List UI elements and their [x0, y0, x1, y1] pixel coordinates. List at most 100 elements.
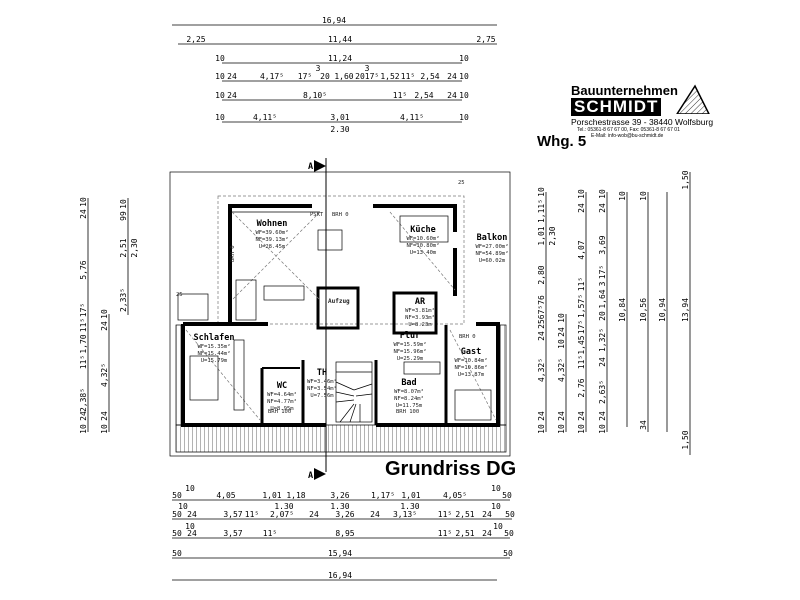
room-nf: NF=4.77m²: [267, 398, 297, 405]
dimension-label: 24: [537, 331, 546, 341]
dimension-label: 11⁵: [577, 355, 586, 369]
elevator-label: Aufzug: [328, 298, 350, 305]
room-name: AR: [415, 297, 426, 307]
dimension-label: 24: [447, 91, 457, 100]
dimension-label: 24: [447, 72, 457, 81]
dimension-label: 10: [577, 424, 586, 434]
dimension-label: 10: [459, 91, 469, 100]
dimension-label: 10: [178, 502, 188, 511]
room-nf: NF=15.44m²: [197, 350, 230, 357]
room-nf: NF=8.24m²: [394, 395, 424, 402]
room-wf: WF=15.59m²: [393, 341, 426, 348]
dimension-label: 24: [187, 510, 197, 519]
dimension-label: 3: [365, 64, 370, 73]
room-u: U=13.40m: [410, 250, 437, 256]
room-wf: WF=10.84m²: [454, 357, 487, 364]
dimension-label: 2,51: [455, 529, 474, 538]
dimension-label: 3,01: [330, 113, 349, 122]
dimension-label: 1.30: [274, 502, 293, 511]
dimension-label: 50: [505, 510, 515, 519]
dimension-label: 10: [215, 113, 225, 122]
dimension-label: 50: [503, 549, 513, 558]
company-address: Porschestrasse 39 - 38440 Wolfsburg: [571, 117, 714, 127]
dimension-label: 10: [639, 191, 648, 201]
room-name: Küche: [410, 225, 436, 235]
dimension-label: 3: [598, 281, 607, 286]
staircase: [335, 361, 373, 423]
dimension-label: 24: [309, 510, 319, 519]
dimension-label: 1,11⁵: [537, 199, 546, 223]
roof-outline: [169, 171, 511, 457]
room-wf: WF=3.46m²: [307, 378, 337, 385]
dimension-label: 11⁵: [401, 72, 415, 81]
dimension-label: 24: [537, 411, 546, 421]
dimension-label: 11,44: [328, 35, 352, 44]
dimension-label: 24: [577, 411, 586, 421]
dimension-label: 10: [100, 424, 109, 434]
dimension-label: 4,11⁵: [400, 113, 424, 122]
dimension-label: 50: [502, 491, 512, 500]
dimension-label: 24: [79, 209, 88, 219]
dimension-label: 1,57⁵: [577, 294, 586, 318]
room-nf: NF=3.93m²: [405, 314, 435, 321]
dimension-label: 24: [370, 510, 380, 519]
room-u: U=8.23m: [408, 322, 432, 328]
dimension-label: 24: [557, 411, 566, 421]
section-label-bottom: A: [308, 471, 313, 481]
dimension-label: 10,94: [658, 298, 667, 322]
roof-hatch-right: [499, 324, 507, 426]
dimension-label: 10,56: [639, 298, 648, 322]
dimension-label: 1,60: [334, 72, 353, 81]
dimension-label: 3: [316, 64, 321, 73]
dimension-label: 10: [215, 72, 225, 81]
room-u: U=15.79m: [201, 358, 228, 364]
dimension-label: 1,50: [681, 170, 690, 189]
room-u: U=60.02m: [479, 258, 506, 264]
room-wf: WF=39.60m²: [255, 229, 288, 236]
dimension-label: 20: [355, 72, 365, 81]
dimension-label: 10: [185, 522, 195, 531]
dimension-label: 3,69: [598, 235, 607, 254]
balcony-outline: [217, 195, 465, 325]
dimension-label: 10: [598, 424, 607, 434]
dimension-label: 2,63⁵: [598, 380, 607, 404]
dimension-label: 17⁵: [577, 320, 586, 334]
dimension-label: 24: [227, 91, 237, 100]
room-u: U=28.45m: [259, 244, 286, 250]
dimension-lines: [87, 24, 691, 581]
dimension-label: 17⁵: [365, 72, 379, 81]
dimension-label: 76: [537, 295, 546, 305]
dimension-label: 17⁵: [79, 303, 88, 317]
annotation: 25: [176, 292, 183, 298]
room-u: U=25.29m: [397, 356, 424, 362]
company-name-line1: Bauunternehmen: [571, 83, 678, 98]
dimension-label: 17⁵: [598, 265, 607, 279]
annotation: BRH 0: [230, 245, 236, 262]
room-wf: WF=4.64m²: [267, 391, 297, 398]
dimension-label: 1,01: [262, 491, 281, 500]
dimension-label: 2,54: [414, 91, 433, 100]
annotation: BRH 0: [459, 334, 476, 340]
company-phone: Tel.: 05361-8 67 67 00, Fax: 05361-8 67 …: [577, 127, 680, 133]
company-logo: Bauunternehmen SCHMIDT Porschestrasse 39…: [571, 84, 741, 139]
room-u: U=8.95m: [270, 406, 294, 412]
dimension-label: 50: [172, 491, 182, 500]
dimension-label: 2,75: [476, 35, 495, 44]
dimension-label: 8,95: [335, 529, 354, 538]
room-nf: NF=10.86m²: [454, 364, 487, 371]
dimension-label: 1,52: [380, 72, 399, 81]
annotation: BRH 100: [268, 409, 291, 415]
dimension-label: 2,80: [537, 265, 546, 284]
room-name: Wohnen: [257, 219, 288, 229]
dimension-label: 11⁵: [438, 529, 452, 538]
dimension-label: 15,94: [328, 549, 352, 558]
room-nf: NF=10.80m²: [406, 242, 439, 249]
room-name: Bad: [401, 378, 416, 388]
dimension-label: 10: [215, 54, 225, 63]
room-name: Balkon: [477, 233, 508, 243]
